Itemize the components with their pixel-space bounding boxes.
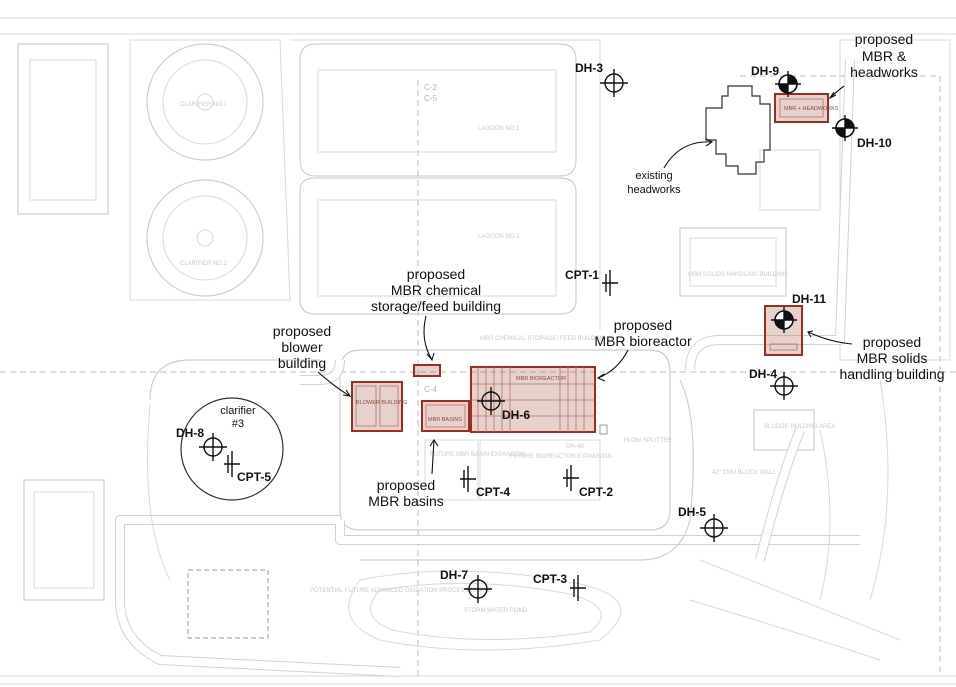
cpt-4-label: CPT-4 [476,485,510,499]
drill-hole-dh-3-symbol[interactable] [600,69,628,97]
blower-inner-label: BLOWER BUILDING [356,400,407,406]
c2-label: C-2 [424,83,437,92]
cpt-2-label: CPT-2 [579,485,613,499]
drill-hole-dh-4-symbol[interactable] [770,372,798,400]
dh-9-label: DH-9 [751,64,779,78]
basemap-labels: LAGOON NO.1 LAGOON NO.2 CLARIFIER NO.1 C… [180,83,835,614]
mbr-bioreactor-inner-label: MBR BIOREACTOR [516,376,566,382]
proposed-mbr-basins[interactable]: MBR BASINS [421,400,470,432]
clarifier-1-label: CLARIFIER NO.1 [180,102,228,108]
cpt-5-label: CPT-5 [237,470,271,484]
cpt-1-label: CPT-1 [565,268,599,282]
sludge-area-label: SLUDGE HOLDING AREA [764,424,835,430]
proposed-facilities: MBR + HEADWORKS BLOWER BUILDING MBR BASI… [351,93,839,433]
cpt-5-symbol[interactable] [224,451,240,477]
callout-clarifier: clarifier#3 [220,405,256,430]
mbr-basins-inner-label: MBR BASINS [428,417,462,423]
future-basin-label: FUTURE MBR BASIN EXPANSION [430,452,525,458]
drill-hole-dh-6-symbol[interactable] [477,387,505,415]
dh-6-label: DH-6 [502,408,530,422]
lagoon-2-label: LAGOON NO.2 [478,234,520,240]
cpt-3-symbol[interactable] [570,575,586,601]
dh-7-label: DH-7 [440,568,468,582]
drill-hole-dh-9-symbol[interactable] [775,71,801,97]
boring-symbols [199,69,858,603]
dh-10-label: DH-10 [857,136,892,150]
mbr-solids-basemap-label: MBR SOLIDS HANDLING BUILDING [688,272,788,278]
proposed-mbr-headworks-building[interactable]: MBR + HEADWORKS [774,93,839,123]
dh-4-label: DH-4 [749,367,777,381]
future-bioreactor-label: FUTURE BIOREACTOR EXPANSION [510,454,612,460]
clarifier-2-label: CLARIFIER NO.2 [180,261,228,267]
storm-pond-label: STORM WATER POND [464,608,528,614]
mbr-headworks-inner-label: MBR + HEADWORKS [784,106,839,112]
dh-ref-label: DH-4B [566,444,584,450]
leader-lines [317,85,853,475]
drill-hole-dh-10-symbol[interactable] [832,115,858,141]
drill-hole-dh-11-symbol[interactable] [771,307,797,333]
drill-hole-dh-7-symbol[interactable] [464,575,492,603]
proposed-mbr-bioreactor[interactable]: MBR BIOREACTOR [470,366,596,433]
aop-site-label: POTENTIAL FUTURE ADVANCED OXIDATION PROC… [310,588,492,594]
boring-labels: DH-3 DH-9 DH-10 DH-11 DH-4 DH-6 DH-8 DH-… [176,61,892,586]
cpt-2-symbol[interactable] [563,465,579,491]
dh-3-label: DH-3 [575,61,603,75]
drill-hole-dh-8-symbol[interactable] [199,433,227,461]
cpt-4-symbol[interactable] [460,466,476,492]
basemap [0,17,956,685]
proposed-blower-building[interactable]: BLOWER BUILDING [351,381,407,432]
c4-label: C-4 [424,385,437,394]
cmu-wall-label: 42" CMU BLOCK WALL [712,470,777,476]
proposed-chemical-building[interactable] [413,364,441,377]
cpt-1-symbol[interactable] [602,270,618,296]
flow-splitter-marker [599,424,608,435]
c5-label: C-5 [424,94,437,103]
drill-hole-dh-5-symbol[interactable] [700,514,728,542]
existing-headworks-outline [705,85,771,175]
clarifier-3-circle [180,397,284,501]
mbr-chemical-basemap-label: MBR CHEMICAL STORAGE/ FEED BUILDING [480,336,606,342]
lagoon-1-label: LAGOON NO.1 [478,126,520,132]
flow-splitter-label: FLOW SPLITTER [624,438,672,444]
dh-11-label: DH-11 [792,292,826,306]
dh-5-label: DH-5 [678,505,706,519]
dh-8-label: DH-8 [176,426,204,440]
cpt-3-label: CPT-3 [533,572,567,586]
